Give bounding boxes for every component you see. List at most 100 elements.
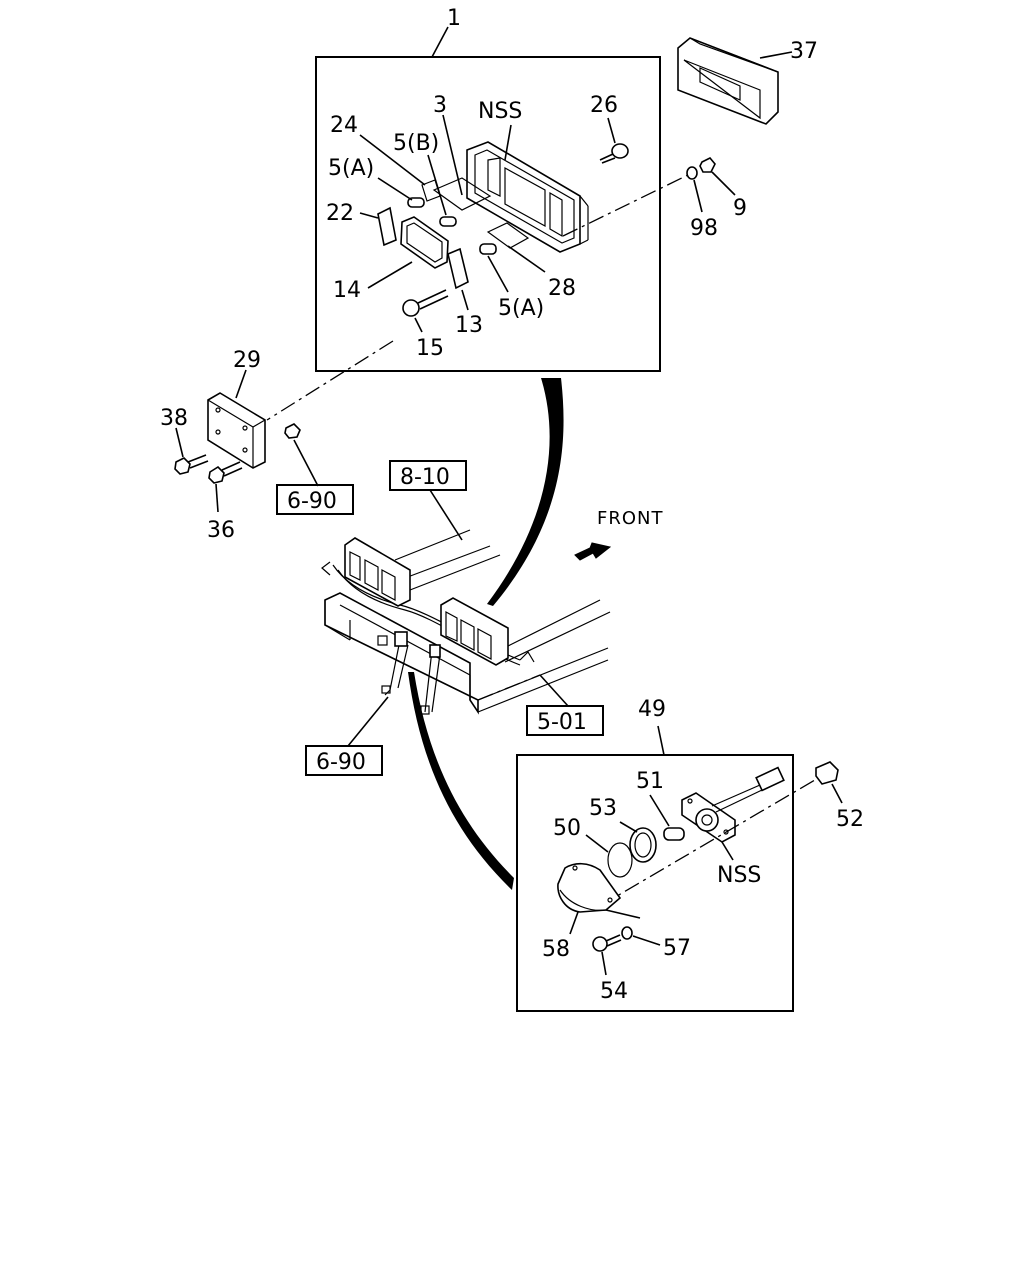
leader-1 (431, 26, 449, 58)
gasket-3 (432, 177, 492, 211)
callout-24: 24 (330, 113, 358, 138)
callout-98: 98 (690, 216, 718, 241)
gasket-53 (629, 827, 657, 863)
leader-9 (711, 171, 736, 196)
leader-36 (215, 483, 219, 513)
axis-line-top-left (266, 340, 394, 421)
leader-22 (359, 212, 379, 219)
callout-9: 9 (733, 196, 747, 221)
callout-15: 15 (416, 336, 444, 361)
lens-22 (377, 206, 397, 247)
bulb-51 (663, 827, 685, 841)
gasket-28 (486, 222, 530, 249)
callout-14: 14 (333, 278, 361, 303)
leader-13 (461, 289, 469, 311)
nut-bracket (284, 423, 301, 439)
ref-6-90-upper: 6-90 (287, 489, 337, 514)
lamp-socket (681, 766, 785, 843)
leader-49 (657, 725, 665, 756)
leader-54 (601, 951, 607, 976)
leader-14 (367, 261, 413, 289)
leader-52 (831, 783, 843, 804)
callout-36: 36 (207, 518, 235, 543)
screw-26 (599, 143, 629, 164)
plate-24 (421, 179, 441, 202)
callout-nss-top: NSS (478, 99, 522, 124)
ref-8-10: 8-10 (400, 465, 450, 490)
connector-52 (815, 761, 839, 785)
washer-98 (686, 166, 698, 180)
screw-15 (402, 289, 449, 317)
leader-5b (427, 154, 447, 216)
leader-98 (693, 179, 703, 213)
ref-box-6-90-lower (305, 745, 383, 776)
leader-29 (235, 369, 247, 399)
callout-38: 38 (160, 406, 188, 431)
ref-box-8-10 (389, 460, 467, 491)
callout-51: 51 (636, 769, 664, 794)
lamp-guard-37 (677, 37, 779, 125)
leader-15 (414, 317, 423, 333)
bracket-29 (207, 392, 266, 469)
callout-50: 50 (553, 816, 581, 841)
callout-54: 54 (600, 979, 628, 1004)
leader-lens-cover (605, 909, 641, 919)
leader-51 (649, 794, 670, 827)
packing-50 (607, 842, 633, 878)
callout-5a-left: 5(A) (328, 156, 374, 181)
leader-26 (607, 117, 616, 144)
pointer-upper (487, 378, 564, 606)
leader-38 (175, 427, 184, 458)
front-label: FRONT (597, 508, 664, 529)
leader-nss-bottom (721, 841, 734, 861)
lamp-housing (466, 141, 589, 253)
callout-57: 57 (663, 936, 691, 961)
leader-nss-top (504, 124, 512, 161)
callout-29: 29 (233, 348, 261, 373)
leader-53 (619, 821, 638, 833)
leader-ref-5-01 (539, 674, 569, 707)
leader-ref-8-10 (429, 489, 463, 541)
pointer-lower (408, 672, 514, 890)
callout-5a-right: 5(A) (498, 296, 544, 321)
leader-5a-right (487, 255, 509, 293)
front-arrow-icon (574, 542, 612, 561)
leader-5a-left (377, 177, 413, 201)
rear-lamp-right (440, 597, 509, 666)
axis-line-bottom (599, 776, 821, 907)
axis-line-frame (477, 674, 541, 701)
bulb-5a-right (479, 243, 497, 255)
screw-54 (592, 934, 622, 952)
callout-37: 37 (790, 39, 818, 64)
leader-3 (442, 114, 463, 196)
ref-box-6-90-upper (276, 484, 354, 515)
callout-3: 3 (433, 93, 447, 118)
washer-57 (621, 926, 633, 940)
lens-14 (400, 216, 449, 269)
leader-24 (359, 134, 426, 186)
bulb-5b (439, 216, 457, 227)
callout-28: 28 (548, 276, 576, 301)
leader-ref-6-90-lower (347, 696, 389, 747)
callout-58: 58 (542, 937, 570, 962)
leader-ref-6-90-upper (293, 439, 319, 487)
leader-37 (759, 51, 793, 59)
leader-58 (569, 911, 579, 935)
callout-1: 1 (447, 6, 461, 31)
callout-53: 53 (589, 796, 617, 821)
callout-49: 49 (638, 697, 666, 722)
rear-lamp-left (344, 537, 411, 607)
callout-nss-bottom: NSS (717, 863, 761, 888)
assembly-1-box (315, 56, 661, 372)
bolt-38 (174, 454, 209, 475)
ref-5-01: 5-01 (537, 710, 587, 735)
assembly-49-box (516, 754, 794, 1012)
leader-28 (507, 245, 546, 273)
bulb-5a-left (407, 197, 425, 208)
leader-50 (585, 834, 609, 853)
ref-6-90-lower: 6-90 (316, 750, 366, 775)
callout-5b: 5(B) (393, 131, 439, 156)
leader-57 (632, 935, 661, 946)
nut-9 (699, 157, 716, 173)
